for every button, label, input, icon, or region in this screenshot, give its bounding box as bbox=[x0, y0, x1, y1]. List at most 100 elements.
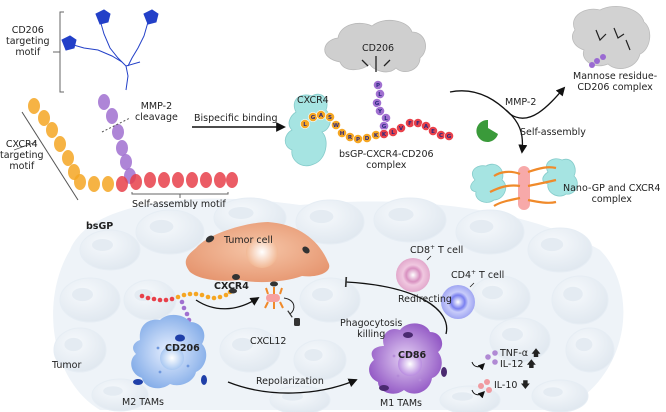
linker-bead bbox=[112, 124, 124, 140]
assembly-bead bbox=[116, 176, 128, 192]
background-cell bbox=[53, 327, 107, 373]
background-cell bbox=[455, 209, 525, 255]
cxcr4-residue-bead: D bbox=[362, 133, 372, 143]
cxcr4-residue-bead: H bbox=[337, 128, 347, 138]
mannose-line2: CD206 complex bbox=[577, 81, 653, 93]
strand-bead bbox=[163, 297, 169, 303]
complex-cxcr4-label: CXCR4 bbox=[297, 95, 329, 106]
cxcr4-motif-line bbox=[21, 111, 79, 201]
phagocytosis-line2: killing bbox=[357, 328, 386, 340]
tnf-label: TNF-α bbox=[500, 348, 529, 359]
svg-text:W: W bbox=[333, 123, 339, 129]
cytokine-tnf: TNF-α 🡅 bbox=[500, 348, 541, 360]
svg-text:C: C bbox=[439, 133, 443, 139]
cxcr4-bead bbox=[28, 98, 40, 114]
svg-text:F: F bbox=[416, 121, 420, 127]
background-cell bbox=[135, 209, 205, 255]
cxcr4-bead bbox=[102, 176, 114, 192]
strand-bead bbox=[184, 311, 190, 317]
mannose-complex-label: Mannose residue- CD206 complex bbox=[573, 71, 657, 94]
svg-text:G: G bbox=[382, 124, 387, 130]
nanogp-line2: complex bbox=[591, 193, 632, 205]
linker-bead bbox=[106, 108, 118, 124]
background-cell bbox=[79, 229, 141, 271]
cxcr4-bead bbox=[38, 110, 50, 126]
linker-residue-bead: G bbox=[372, 98, 382, 108]
strand-bead bbox=[179, 299, 185, 305]
cxcr4-bead bbox=[46, 122, 58, 138]
assembly-residue-bead: G bbox=[444, 131, 454, 141]
assembly-bead bbox=[186, 172, 198, 188]
strand-bead bbox=[181, 305, 187, 311]
strand-bead bbox=[205, 294, 211, 300]
assembly-bead bbox=[172, 172, 184, 188]
self-assembly-chain bbox=[116, 172, 238, 192]
svg-text:L: L bbox=[384, 116, 388, 122]
cd4-sup: + bbox=[471, 269, 477, 276]
svg-text:K: K bbox=[382, 132, 387, 138]
cxcl12-inhibit-arrow bbox=[283, 297, 295, 318]
cd4-t-cell bbox=[441, 282, 475, 319]
svg-text:R: R bbox=[348, 135, 353, 141]
cxcr4-residue-bead: G bbox=[308, 112, 318, 122]
cxcl12-molecule-icon bbox=[294, 318, 300, 326]
linker-residue-bead: Y bbox=[375, 106, 385, 116]
svg-text:S: S bbox=[328, 115, 332, 121]
cleavage-line2: cleavage bbox=[135, 111, 178, 123]
strand-bead bbox=[139, 293, 145, 299]
strand-bead bbox=[175, 294, 181, 300]
cd86-label: CD86 bbox=[398, 350, 427, 361]
cxcr4-bead bbox=[74, 174, 86, 190]
cxcr4-motif-line1: CXCR4 bbox=[5, 139, 38, 150]
repolarization-arrow bbox=[227, 378, 358, 394]
strand-bead bbox=[145, 295, 151, 301]
tumor-cell bbox=[185, 222, 330, 283]
assembly-bead bbox=[144, 172, 156, 188]
background-cell bbox=[59, 277, 121, 323]
background-cell bbox=[91, 378, 149, 412]
background-cell bbox=[219, 327, 281, 373]
cd8-label: CD8+ T cell bbox=[410, 244, 463, 257]
assembly-bead bbox=[226, 172, 238, 188]
svg-text:P: P bbox=[376, 83, 380, 89]
assembly-residue-bead: L bbox=[388, 127, 398, 137]
linker-bead bbox=[120, 154, 132, 170]
cytokine-il12: IL-12 🡅 bbox=[500, 359, 537, 371]
svg-text:H: H bbox=[340, 131, 345, 137]
background-cell bbox=[299, 277, 361, 323]
cleavage-site-line bbox=[101, 117, 131, 133]
m2-tams-label: M2 TAMs bbox=[122, 397, 164, 408]
redirecting-label: Redirecting bbox=[398, 294, 452, 305]
svg-text:L: L bbox=[303, 122, 307, 128]
nanogp-cxcr4-product bbox=[470, 158, 578, 210]
cxcr4-bead bbox=[54, 136, 66, 152]
up-arrow-icon: 🡅 bbox=[526, 359, 537, 370]
assembly-bead bbox=[214, 172, 226, 188]
self-assembly-bracket bbox=[131, 192, 229, 195]
cytokine-release bbox=[471, 350, 498, 399]
cxcr4-residue-bead: P bbox=[353, 134, 363, 144]
cd4-name: CD4 bbox=[451, 270, 471, 282]
strand-bead bbox=[217, 294, 223, 300]
linker-residue-bead: L bbox=[375, 89, 385, 99]
strand-bead bbox=[211, 295, 217, 301]
background-cell bbox=[531, 379, 589, 412]
svg-text:F: F bbox=[408, 121, 412, 127]
cd4-label: CD4+ T cell bbox=[451, 269, 504, 282]
up-arrow-icon: 🡅 bbox=[531, 348, 541, 359]
cxcr4-motif-line2: targeting bbox=[0, 149, 44, 161]
linker-residue-bead: P bbox=[373, 80, 383, 90]
strand-bead bbox=[187, 291, 193, 297]
linker-bead bbox=[98, 94, 110, 110]
background-cell bbox=[527, 227, 593, 273]
cxcl12-label: CXCL12 bbox=[250, 336, 287, 347]
phagocytosis-line1: Phagocytosis bbox=[340, 318, 403, 329]
assembly-bead bbox=[200, 172, 212, 188]
svg-text:G: G bbox=[447, 134, 452, 140]
mmp2-cleavage-label: MMP-2 cleavage bbox=[135, 101, 178, 124]
svg-text:G: G bbox=[311, 115, 316, 121]
m1-tam-cell bbox=[369, 323, 447, 394]
background-cell bbox=[551, 275, 609, 325]
cxcr4-residue-bead: R bbox=[345, 132, 355, 142]
